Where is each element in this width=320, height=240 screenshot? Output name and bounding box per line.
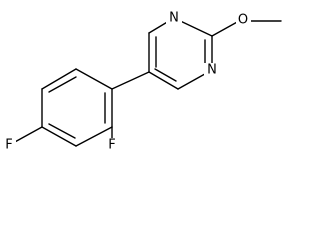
- atom-label-f-ortho: F: [108, 138, 115, 153]
- bond-ar-c3-c4-inner: [48, 123, 76, 139]
- bond-c4-c5-inner: [154, 68, 177, 82]
- fluorine-bonds: [12, 126, 113, 144]
- atom-label-n-top: N: [169, 11, 179, 26]
- bond-biaryl: [111, 71, 150, 90]
- bond-ar-c3-c4: [41, 126, 77, 147]
- difluorophenyl-ring: [41, 68, 113, 147]
- bond-ar-c6-c1: [75, 68, 113, 90]
- bond-c2-o: [211, 20, 240, 37]
- atom-label-f-para: F: [5, 138, 12, 153]
- atom-label-n-bottom: N: [207, 63, 217, 78]
- atom-label-o-methoxy: O: [238, 13, 248, 28]
- atom-labels: N N O F F: [2, 11, 251, 153]
- pyrimidine-ring: [148, 17, 213, 90]
- bond-ar-c5-c6-inner: [48, 76, 77, 93]
- methoxy-group: [211, 20, 282, 37]
- bond-c-f-para: [12, 126, 43, 144]
- chemical-structure-diagram: N N O F F: [2, 10, 282, 153]
- bond-ar-c5-c6: [41, 68, 77, 90]
- bond-ar-c2-c3: [75, 126, 113, 147]
- bond-c4-c5: [148, 71, 179, 90]
